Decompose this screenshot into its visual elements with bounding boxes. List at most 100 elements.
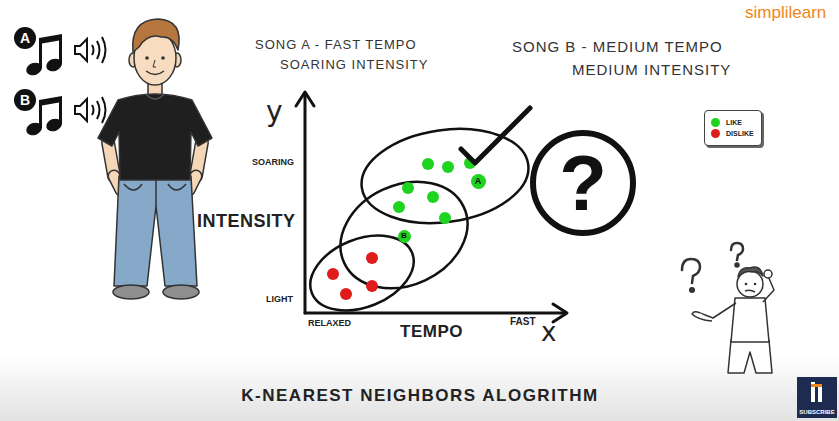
legend-label: DISLIKE <box>726 129 754 138</box>
chart-axes <box>296 92 314 106</box>
song-badge: A <box>14 27 36 49</box>
speaker-icon-b <box>75 97 106 123</box>
music-note-a <box>39 34 62 44</box>
speaker-icon-a <box>75 37 106 63</box>
neighbor-ellipse <box>323 162 485 308</box>
speaker-icon-a <box>92 45 94 55</box>
subscribe-badge <box>797 377 837 418</box>
subscribe-badge <box>811 384 822 387</box>
axis-letter: x <box>541 318 556 348</box>
speaker-icon-b <box>97 101 100 119</box>
song-description: SONG A - FAST TEMPO SOARING INTENSITY <box>255 35 455 75</box>
legend-box: LIKE DISLIKE <box>704 110 762 146</box>
music-note-b <box>45 117 63 132</box>
node-label: B <box>401 232 407 240</box>
node-label: A <box>475 177 482 186</box>
speaker-icon-b <box>102 97 106 123</box>
dislike-point <box>366 252 378 264</box>
legend-swatch <box>711 129 720 138</box>
check-mark <box>461 108 530 163</box>
speaker-icon-a <box>102 37 106 63</box>
dislike-point <box>366 280 378 292</box>
confused-figure <box>763 276 774 302</box>
like-point <box>439 212 451 224</box>
question-circle: ? <box>530 130 636 236</box>
confused-figure <box>745 283 748 286</box>
like-point <box>442 161 454 173</box>
neighbor-ellipse <box>299 221 425 325</box>
dislike-point <box>327 252 378 300</box>
axis-title: INTENSITY <box>197 211 296 232</box>
legend-entry: DISLIKE <box>711 129 754 138</box>
data-point: B <box>398 230 411 243</box>
music-note-b <box>39 96 62 106</box>
listener-figure <box>163 285 199 299</box>
song-badge: B <box>14 89 36 111</box>
listener-figure <box>168 184 186 190</box>
speaker-icon-b <box>75 99 87 121</box>
speaker-icon-b <box>92 105 94 115</box>
question-doodle <box>736 264 739 267</box>
chart-axes <box>305 312 566 315</box>
confused-figure <box>754 283 757 286</box>
song-description: SONG B - MEDIUM TEMPO MEDIUM INTENSITY <box>512 35 757 81</box>
node-label: B <box>20 93 30 107</box>
node-label: ? <box>559 144 607 222</box>
like-point <box>427 191 439 203</box>
listener-figure <box>161 56 165 60</box>
question-doodle <box>731 243 743 260</box>
axis-tick-label: LIGHT <box>266 294 293 304</box>
bottom-band <box>0 355 839 421</box>
like-point <box>393 201 405 213</box>
confused-figure <box>692 267 774 373</box>
listener-figure <box>146 71 164 75</box>
confused-figure <box>738 267 763 277</box>
like-point <box>422 158 434 170</box>
listener-figure <box>113 285 149 299</box>
listener-figure <box>155 178 157 206</box>
dislike-point <box>340 288 352 300</box>
legend-label: LIKE <box>726 118 742 127</box>
neighbor-ellipse <box>355 119 534 233</box>
listener-figure <box>146 94 164 99</box>
axis-title: TEMPO <box>400 322 463 342</box>
data-point: A <box>471 174 486 189</box>
axis-tick-label: SOARING <box>252 157 294 167</box>
like-point <box>402 182 414 194</box>
confused-figure <box>692 312 712 321</box>
node-label: A <box>20 31 30 45</box>
speaker-icon-a <box>97 41 100 59</box>
subscribe-text: SUBSCRIBE <box>797 408 837 416</box>
listener-figure <box>98 94 212 180</box>
question-doodle <box>682 243 743 292</box>
listener-figure <box>124 184 142 190</box>
axis-tick-label: FAST <box>510 316 536 328</box>
neighbor-ellipse <box>299 119 534 325</box>
axis-tick-label: RELAXED <box>308 318 351 328</box>
legend-swatch <box>711 118 720 127</box>
confused-figure <box>731 298 769 342</box>
brand-logo: simplilearn <box>745 3 826 23</box>
legend-entry: LIKE <box>711 118 754 127</box>
listener-figure <box>114 176 197 286</box>
music-note-a <box>25 61 43 76</box>
listener-figure <box>98 19 212 299</box>
question-doodle <box>682 259 700 283</box>
question-doodle <box>690 288 694 292</box>
caption: K-NEAREST NEIGHBORS ALOGRITHM <box>70 386 770 406</box>
subscribe-badge <box>797 377 837 418</box>
chart-axes <box>296 92 567 322</box>
listener-figure <box>133 19 179 52</box>
music-note-b <box>25 121 43 136</box>
listener-figure <box>153 60 156 67</box>
axis-letter: y <box>266 96 283 128</box>
music-note-a <box>45 57 63 72</box>
dislike-point <box>327 268 339 280</box>
confused-figure <box>728 340 772 373</box>
listener-figure <box>145 56 149 60</box>
like-point <box>393 157 476 224</box>
confused-figure <box>764 270 772 278</box>
subscribe-badge <box>818 386 822 402</box>
chart-axes <box>304 93 307 313</box>
confused-figure <box>745 290 755 292</box>
